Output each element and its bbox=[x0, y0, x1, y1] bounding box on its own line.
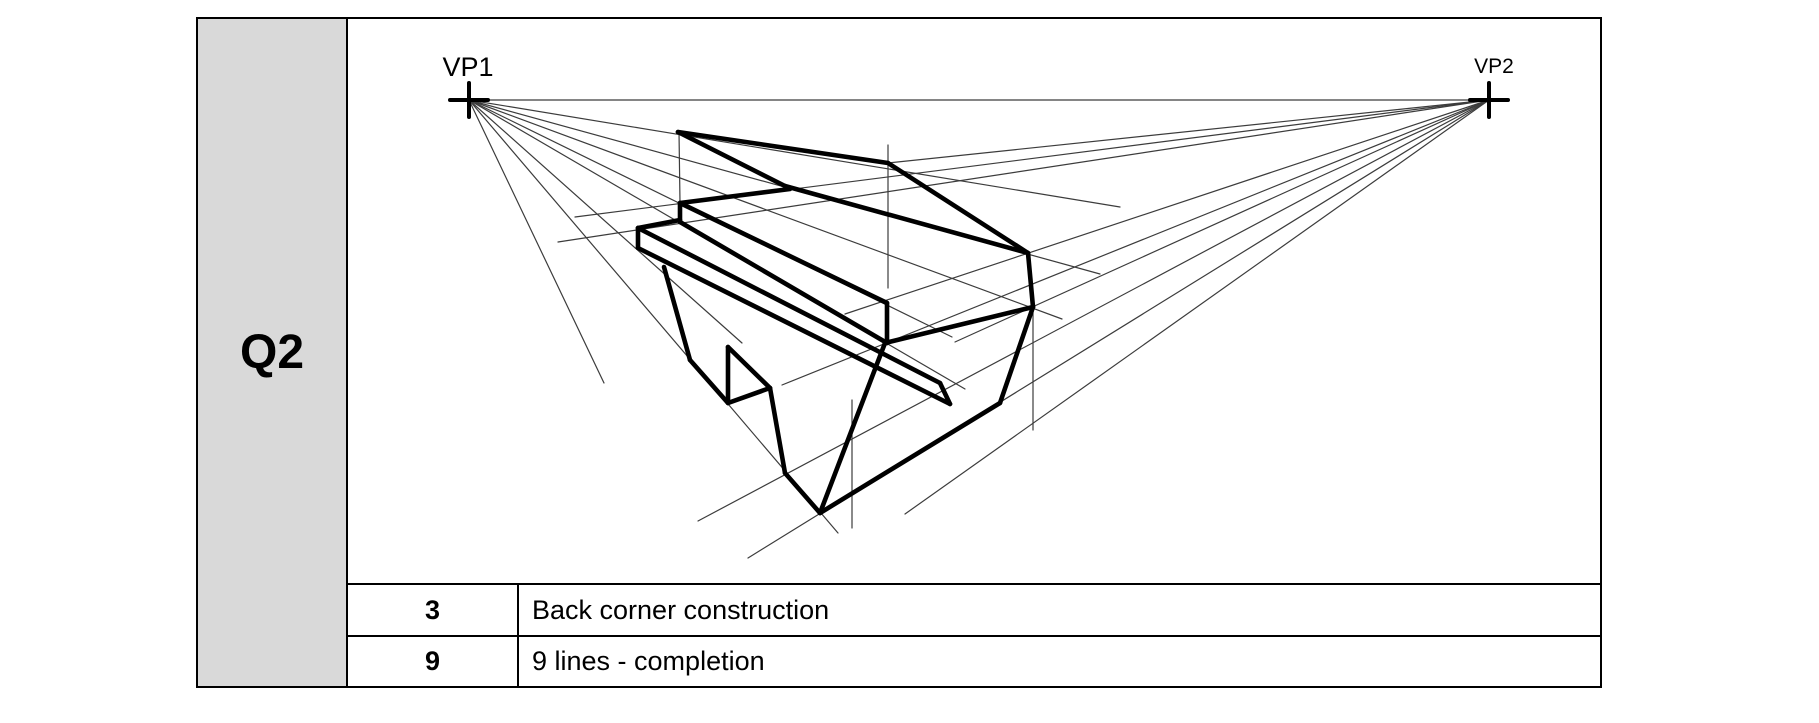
rubric-points-row1: 3 bbox=[424, 594, 441, 625]
object-edge-line bbox=[677, 200, 890, 306]
object-edge-line bbox=[677, 186, 793, 206]
object-edge-line bbox=[661, 264, 693, 363]
object-edge-line bbox=[767, 385, 788, 476]
points-column-divider bbox=[517, 583, 519, 686]
construction-line bbox=[468, 99, 605, 384]
object-edge-line bbox=[635, 217, 683, 231]
object-edge-line bbox=[1025, 250, 1036, 310]
object-edge-line bbox=[725, 344, 773, 391]
construction-line bbox=[954, 99, 1490, 343]
object-edge-line bbox=[782, 470, 823, 516]
question-label-cell: Q2 bbox=[198, 19, 346, 686]
question-label: Q2 bbox=[239, 326, 305, 379]
object-edge-line bbox=[725, 385, 773, 406]
object-edge-line bbox=[882, 304, 1036, 346]
construction-line bbox=[887, 99, 1490, 164]
drawing-cell bbox=[348, 19, 1600, 583]
vp1-label: VP1 bbox=[442, 52, 493, 82]
rubric-row-divider bbox=[346, 635, 1600, 637]
vp2-label: VP2 bbox=[1474, 55, 1514, 78]
drawing-cell-bottom-border bbox=[346, 583, 1600, 585]
object-edge-line bbox=[675, 129, 891, 166]
rubric-criterion-row1: Back corner construction bbox=[532, 594, 830, 625]
object-edge-line bbox=[675, 129, 788, 189]
object-edge-line bbox=[782, 183, 1031, 256]
construction-line bbox=[678, 131, 681, 204]
construction-line bbox=[468, 99, 1121, 208]
object-edge-line bbox=[687, 357, 731, 406]
construction-line bbox=[844, 99, 1490, 315]
object-edge-line bbox=[677, 219, 890, 346]
object-edge-line bbox=[997, 304, 1036, 406]
rubric-table: Q2 3 Back corner construction 9 9 lines … bbox=[196, 17, 1602, 688]
object-edge-line bbox=[635, 225, 943, 386]
object-edge-line bbox=[817, 400, 1003, 516]
construction-line bbox=[468, 99, 1063, 320]
gray-cell-divider bbox=[346, 19, 348, 686]
object-edge-line bbox=[817, 340, 888, 516]
rubric-points-row2: 9 bbox=[424, 646, 441, 676]
rubric-criterion-row2: 9 lines - completion bbox=[532, 646, 765, 676]
construction-line bbox=[904, 99, 1490, 515]
object-edge-line bbox=[635, 245, 953, 407]
construction-line bbox=[468, 99, 839, 534]
construction-line bbox=[697, 99, 1490, 522]
object-edge-line bbox=[937, 380, 953, 407]
construction-line bbox=[468, 99, 743, 344]
object-edge-line bbox=[885, 160, 1031, 256]
